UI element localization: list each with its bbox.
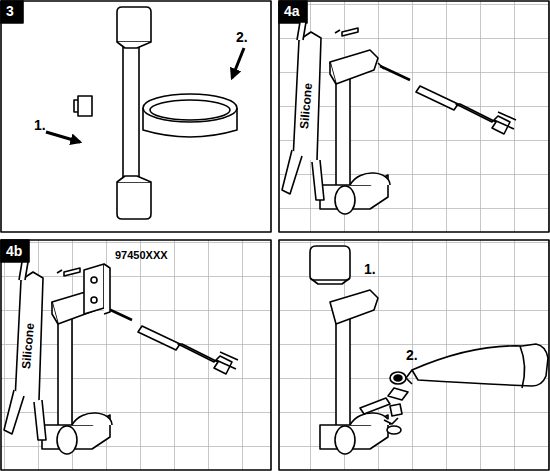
- callout-number: 2.: [406, 348, 418, 362]
- step-number: 3: [6, 4, 14, 18]
- step-number: 4b: [6, 244, 22, 258]
- step-number: 4a: [284, 4, 300, 18]
- callout-number: 2.: [236, 30, 248, 44]
- callout-number: 1.: [34, 118, 46, 132]
- cartridge-label: Silicone: [20, 323, 36, 370]
- callout-number: 1.: [364, 262, 376, 276]
- part-number: 97450XXX: [115, 250, 168, 261]
- cartridge-label: Silicone: [298, 83, 314, 130]
